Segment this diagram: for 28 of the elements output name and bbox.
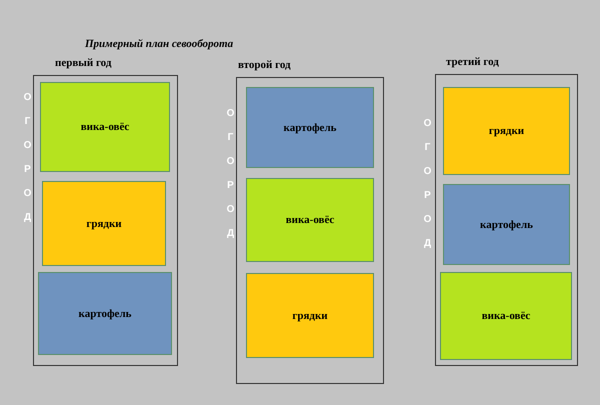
plot-label: картофель [78, 308, 132, 320]
crop-plot [246, 273, 374, 358]
plot-label: картофель [284, 122, 336, 134]
crop-plot [246, 178, 374, 262]
plot-label: вика-овёс [286, 214, 334, 226]
plot-label: вика-овёс [80, 121, 130, 133]
crop-plot [443, 184, 570, 265]
year-column [33, 55, 178, 366]
crop-plot [246, 87, 374, 168]
year-column [435, 54, 578, 366]
plot-label: картофель [480, 218, 533, 230]
plot-label: вика-овёс [482, 310, 530, 322]
vertical-label: ОГОРОД [22, 92, 33, 236]
crop-plot [42, 181, 166, 266]
column-heading: первый год [55, 57, 112, 69]
crop-plot [440, 272, 572, 360]
crop-plot [443, 87, 570, 175]
column-heading: второй год [238, 59, 291, 71]
plot-label: грядки [86, 218, 122, 230]
vertical-label: ОГОРОД [225, 108, 236, 252]
column-heading: третий год [446, 56, 499, 68]
crop-plot [38, 272, 172, 355]
year-column [236, 57, 384, 384]
crop-plot [40, 82, 170, 172]
diagram-title: Примерный план севооборота [85, 38, 234, 50]
vertical-label: ОГОРОД [422, 118, 433, 262]
plot-label: грядки [488, 125, 524, 137]
plot-label: грядки [292, 310, 328, 322]
